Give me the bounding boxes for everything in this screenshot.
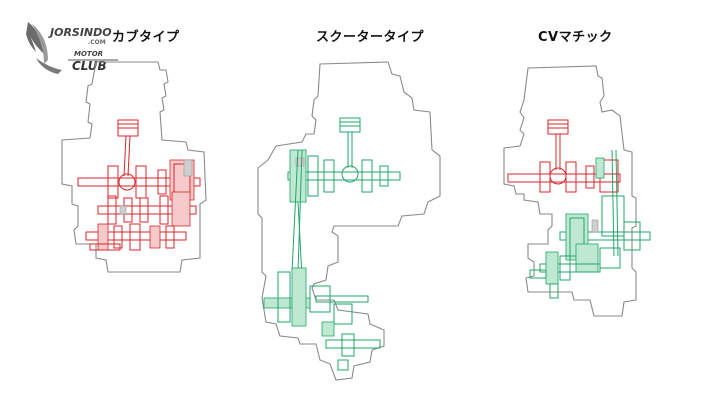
title-cub-type: カブタイプ bbox=[112, 30, 180, 45]
wing-emblem-icon bbox=[26, 22, 44, 54]
scooter-type-engine bbox=[257, 61, 441, 381]
title-cvmatic: CVマチック bbox=[538, 30, 613, 45]
cub-type-engine bbox=[61, 61, 207, 273]
scooter-engine-outline bbox=[257, 61, 441, 381]
logo-line2: .COM bbox=[88, 39, 106, 46]
cvmatic-engine-outline bbox=[503, 65, 637, 317]
cub-engine-outline bbox=[61, 61, 207, 273]
title-scooter-type: スクータータイプ bbox=[316, 30, 425, 45]
cvmatic-engine bbox=[503, 65, 651, 317]
logo-line1: JORSINDO bbox=[48, 26, 112, 39]
logo-line3: MOTOR bbox=[74, 50, 103, 58]
